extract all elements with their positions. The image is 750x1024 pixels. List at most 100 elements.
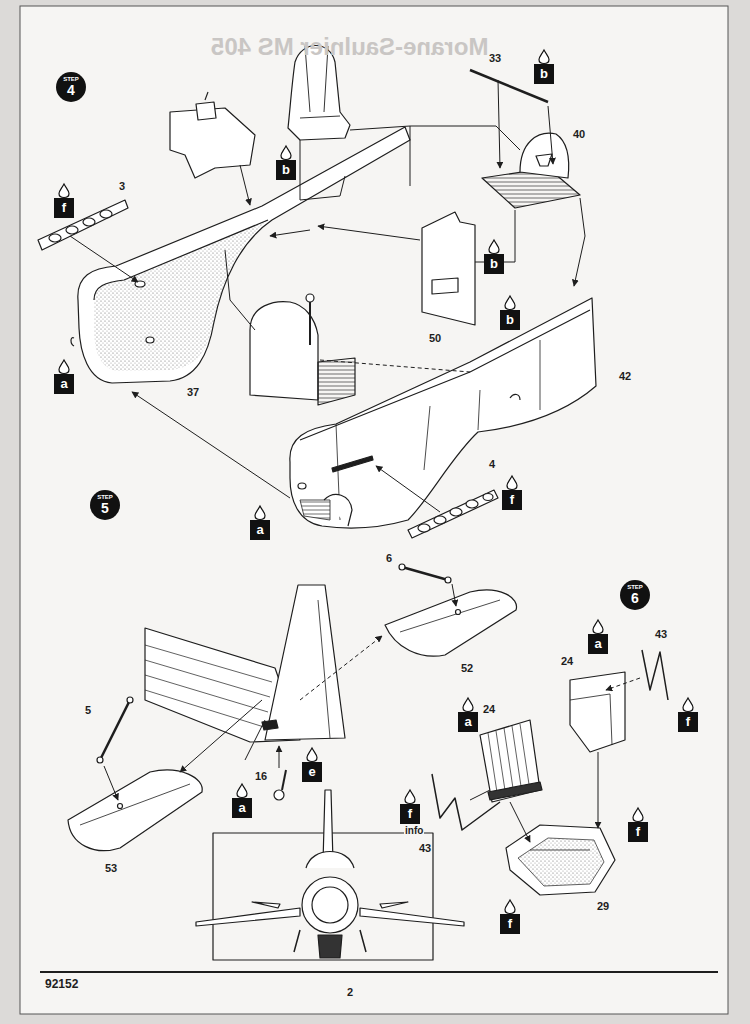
paint-code-badge: a [588,620,608,654]
paint-code-square [628,822,648,842]
rod-part [402,567,448,580]
instrument-bulkhead [250,302,318,400]
paint-code-square [400,804,420,824]
step-5-drawing [400,600,500,632]
paint-code-square [502,490,522,510]
radiator-part [570,672,625,752]
step-4-drawing [306,294,314,302]
paint-code: b [500,310,520,330]
step-4-drawing [71,338,74,346]
step-4-drawing [318,358,355,405]
paint-code-badge: f [502,476,522,510]
leader-arrow [574,198,585,286]
part-number: 37 [186,386,200,398]
exhaust-stubs [450,508,462,516]
step-4-drawing [336,340,540,520]
exhaust-part [408,490,498,538]
part-number: 5 [84,704,92,716]
step-4-drawing [146,337,154,343]
front-view-frame [213,833,433,960]
paint-code-badge: a [232,784,252,818]
paint-code-badge: a [250,506,270,540]
part-number: 52 [460,662,474,674]
wire-part [642,650,668,700]
exhaust-stubs [466,500,478,508]
leader-arrow [225,250,255,330]
paint-drop [505,900,515,914]
step-number: 5 [101,501,109,516]
leader-arrow [376,466,440,512]
step-5-drawing [80,784,190,825]
paint-code: a [250,520,270,540]
leader-arrow [300,140,345,200]
paint-drop [507,476,517,490]
part-number: 43 [418,842,432,854]
paint-drop [281,146,291,160]
leader-arrow [470,790,490,800]
paint-code-badge: a [458,698,478,732]
paint-code-square [302,762,322,782]
front-view-cowling [302,877,358,933]
paint-code-square [276,160,296,180]
paint-code: f [678,712,698,732]
paint-drop [307,748,317,762]
step-5-drawing [274,790,284,800]
leader-arrow [606,678,640,690]
paint-code: f [54,198,74,218]
paint-code-square [500,310,520,330]
paint-code-square [588,634,608,654]
paint-code: e [302,762,322,782]
leader-arrow [70,80,585,512]
paint-code-square [232,798,252,818]
front-view-radiator [318,935,342,958]
leader-arrow [270,230,310,236]
leader-arrow [104,766,118,800]
step-5-drawing [68,564,517,960]
tail-fin [265,585,345,740]
step-4-drawing [135,281,145,287]
step-number: 6 [631,591,639,606]
step-4-drawing [300,500,330,520]
part-number: 16 [254,770,268,782]
paint-code: a [54,374,74,394]
leader-arrow [245,720,265,760]
paint-code: b [534,64,554,84]
step-circle: STEP4 [56,72,86,102]
paint-code-badge: b [534,50,554,84]
intake-slot [332,456,373,472]
paint-code: f [628,822,648,842]
paint-code-square [678,712,698,732]
leader-arrow [132,392,290,498]
rod-part [100,700,130,760]
paint-code: a [232,798,252,818]
stabilizer [385,590,517,656]
step-5-drawing [97,757,103,763]
kit-number: 92152 [44,978,79,991]
step-4-drawing [309,302,311,345]
paint-drop [539,50,549,64]
paint-code-badge: f [678,698,698,732]
step-6-drawing [488,782,542,800]
paint-code-badge: b [500,296,520,330]
part-number: 53 [104,862,118,874]
step-number: 4 [67,83,75,98]
step-4-drawing [432,278,458,294]
exhaust-stubs [483,494,493,501]
step-word: STEP [97,494,113,501]
leader-arrow [410,126,520,150]
cockpit-panel [422,212,475,325]
exhaust-stubs [418,524,430,532]
leader-arrow [300,636,382,700]
paint-code-badge: e [302,748,322,782]
step-word: STEP [63,76,79,83]
paint-code: b [484,254,504,274]
exhaust-stubs [83,218,95,226]
step-4-drawing [536,154,552,166]
bleed-through-title: Morane-Saulnier MS 405 [210,34,489,60]
paint-code-badge: f [54,184,74,218]
leader-arrow [70,236,138,282]
leader-arrow [320,360,470,372]
step-circle: STEP5 [90,490,120,520]
step-5-drawing [118,804,123,809]
